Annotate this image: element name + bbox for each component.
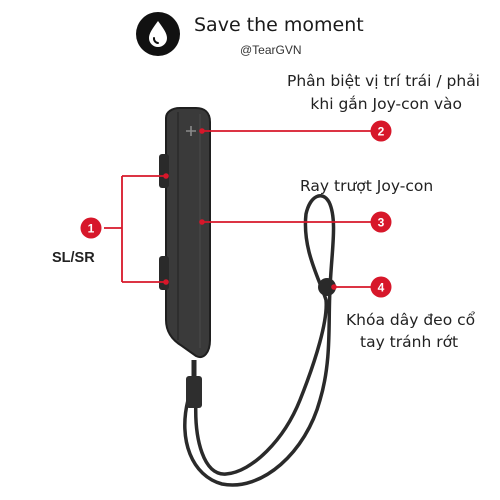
label-left-right-line-2: khi gắn Joy-con vào bbox=[310, 95, 462, 113]
sr-button bbox=[159, 256, 169, 290]
badge-1: 1 bbox=[80, 217, 102, 239]
brand-handle: @TearGVN bbox=[240, 43, 302, 57]
svg-text:1: 1 bbox=[88, 222, 95, 236]
wrist-strap bbox=[183, 194, 336, 487]
svg-text:2: 2 bbox=[378, 125, 385, 139]
plus-icon bbox=[186, 126, 196, 136]
label-sl-sr: SL/SR bbox=[52, 250, 95, 266]
label-left-right-line-1: Phân biệt vị trí trái / phải bbox=[287, 72, 480, 90]
label-strap-lock-line-2: tay tránh rớt bbox=[360, 333, 459, 351]
water-drop-icon bbox=[136, 12, 180, 56]
svg-text:4: 4 bbox=[378, 281, 385, 295]
brand-header: Save the moment @TearGVN bbox=[136, 6, 396, 60]
svg-text:3: 3 bbox=[378, 216, 385, 230]
badge-2: 2 bbox=[370, 120, 392, 142]
joycon-strap-device bbox=[159, 107, 211, 358]
brand-title: Save the moment bbox=[194, 14, 364, 36]
badge-4: 4 bbox=[370, 276, 392, 298]
label-rail: Ray trượt Joy-con bbox=[300, 177, 434, 195]
strap-lock-bead bbox=[318, 278, 336, 296]
sl-button bbox=[159, 154, 169, 188]
label-strap-lock-line-1: Khóa dây đeo cổ bbox=[346, 311, 476, 329]
badge-3: 3 bbox=[370, 211, 392, 233]
strap-clip bbox=[186, 376, 202, 408]
callout-line-1 bbox=[104, 175, 166, 283]
